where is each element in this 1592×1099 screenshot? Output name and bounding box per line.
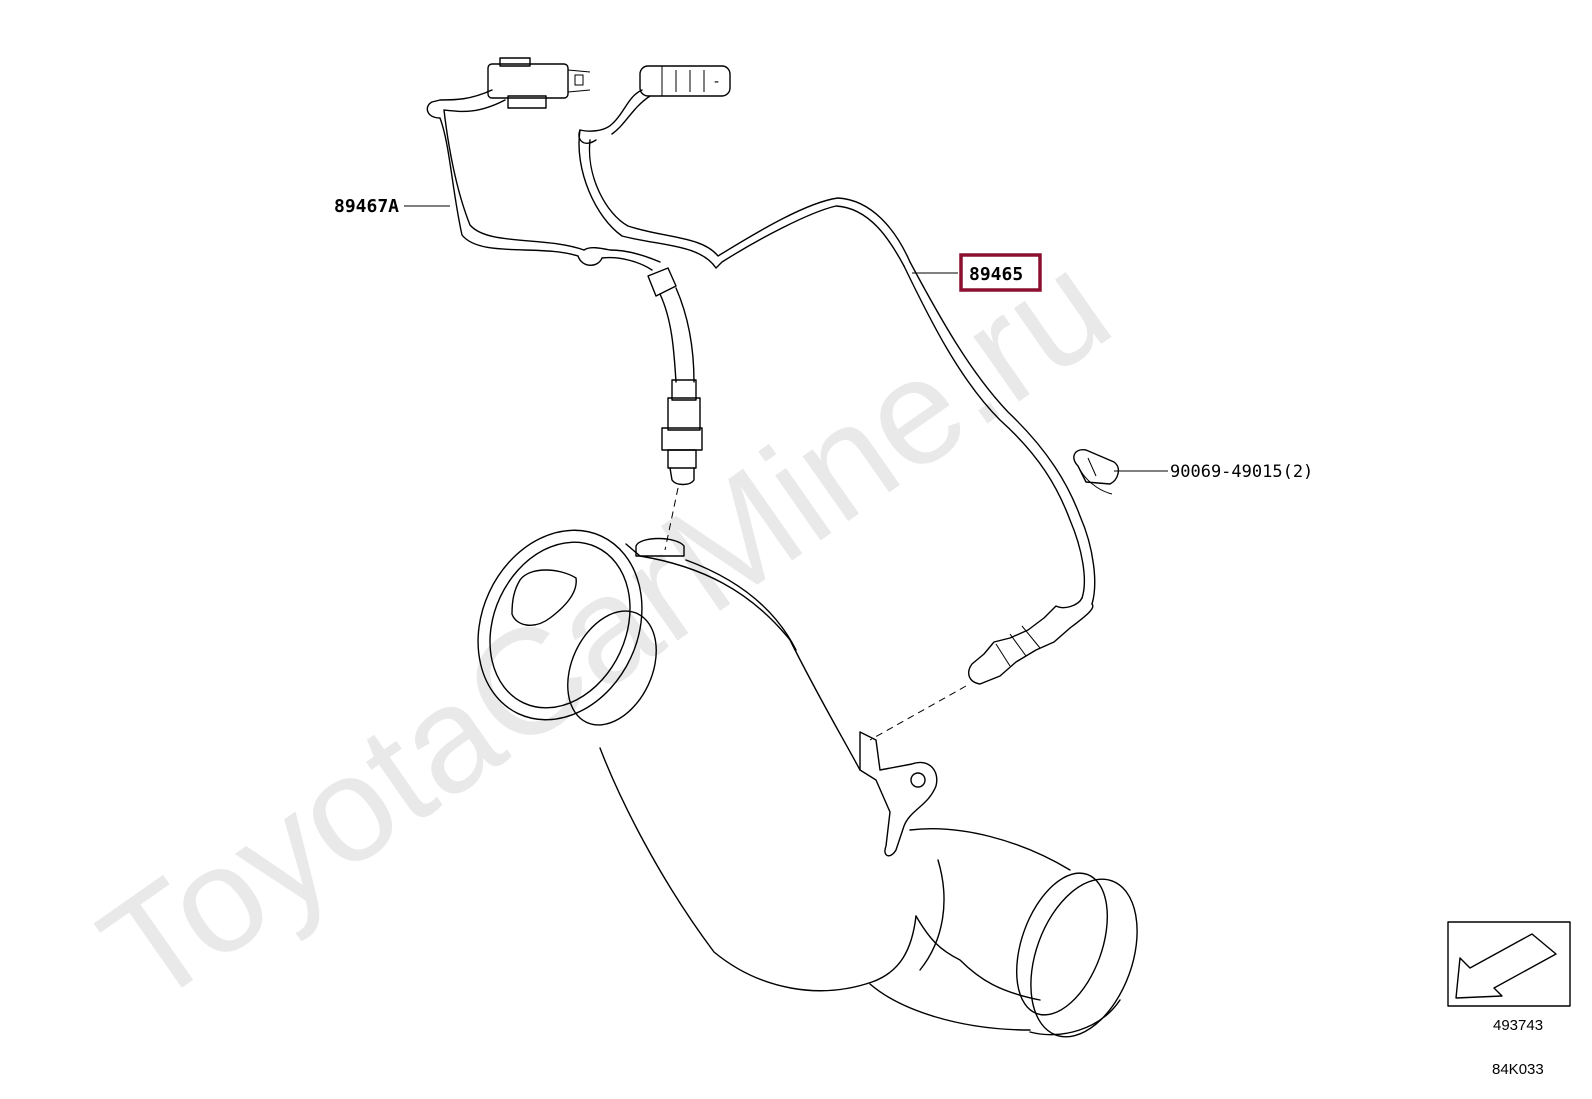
part-number-90069-49015[interactable]: 90069-49015(2) [1170,462,1313,482]
front-direction-indicator: 493743 [1447,921,1571,1034]
sensor-89467a-drawing [426,57,703,551]
callout-89465: 89465 [912,253,1042,292]
figure-code: 84K033 [1492,1061,1544,1078]
sensor-89465-drawing: - [578,65,1120,741]
part-number-89467a[interactable]: 89467A [334,196,399,217]
part-number-89465[interactable]: 89465 [969,264,1023,285]
callout-89467a: 89467A [334,196,450,217]
illustration-number: 493743 [1493,1017,1543,1034]
watermark: ToyotaCarMine.ru [72,220,1138,1037]
front-direction-arrow-icon [1455,933,1557,999]
connector-mark: - [714,73,719,90]
highlight-box [959,253,1042,292]
catalytic-converter-drawing [477,529,1138,1038]
callout-90069-49015: 90069-49015(2) [1114,462,1313,482]
